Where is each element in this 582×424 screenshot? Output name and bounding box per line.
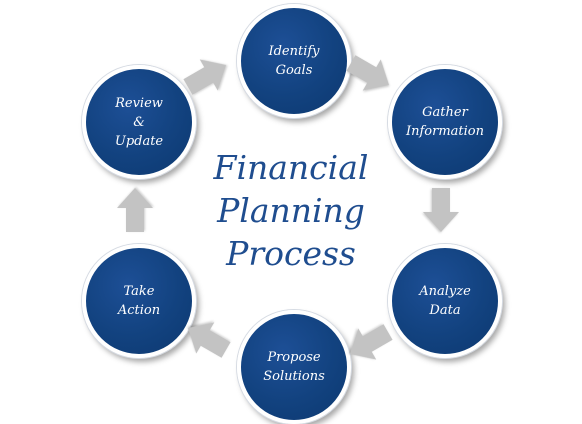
arrow-review-to-identify-icon (179, 49, 235, 102)
step-analyze-data: Analyze Data (388, 244, 502, 358)
arrow-analyze-to-propose-icon (341, 316, 397, 369)
step-label: Identify Goals (268, 44, 320, 78)
step-propose-solutions: Propose Solutions (237, 310, 351, 424)
arrow-propose-to-action-icon (179, 312, 235, 365)
arrow-identify-to-gather-icon (342, 47, 398, 100)
step-identify-goals: Identify Goals (237, 4, 351, 118)
step-label: Take Action (117, 284, 161, 318)
step-gather-information: Gather Information (388, 65, 502, 179)
diagram-title: Financial Planning Process (213, 148, 369, 273)
arrow-action-to-review-icon (117, 188, 153, 232)
step-review-update: Review & Update (82, 65, 196, 179)
step-label: Analyze Data (419, 284, 471, 318)
step-label: Gather Information (405, 105, 485, 139)
step-take-action: Take Action (82, 244, 196, 358)
arrow-gather-to-analyze-icon (423, 188, 459, 232)
step-label: Review & Update (114, 95, 164, 149)
step-label: Propose Solutions (263, 350, 325, 384)
